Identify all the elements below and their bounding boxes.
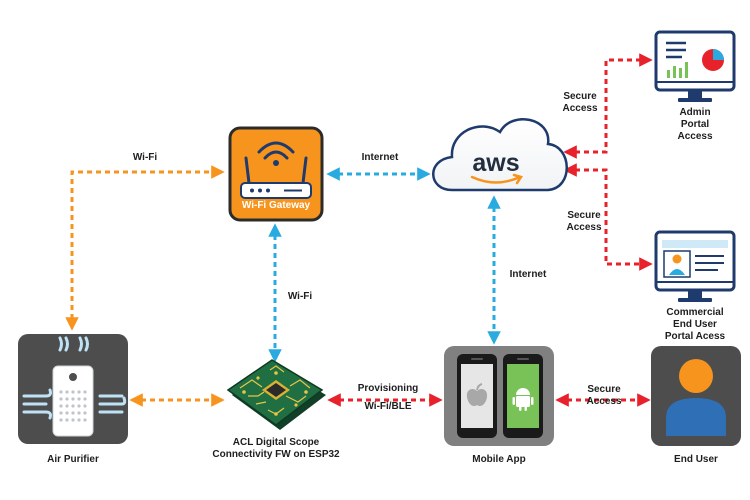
admin-portal-label-line3: Access: [677, 131, 713, 142]
mobile-app-label: Mobile App: [472, 454, 526, 465]
edge-purifier-gateway-label: Wi-Fi: [132, 152, 158, 163]
esp32-label: ACL Digital Scope Connectivity FW on ESP…: [200, 437, 352, 461]
edge-gateway-cloud-label: Internet: [361, 152, 399, 163]
apple-icon: [466, 383, 488, 407]
edge-esp32-mobile-label: Provisioning Wi-Fi/BLE: [340, 383, 436, 413]
aws-smile-arrow: [470, 173, 523, 185]
smartphones-icon: [457, 354, 543, 438]
pcb-board-icon: [226, 359, 326, 430]
admin-portal-label: Admin Portal Access: [660, 107, 730, 143]
edge-cloud-admin-label-line2: Access: [562, 103, 598, 114]
edge-cloud-admin: [563, 53, 653, 159]
user-profile-monitor-icon: [654, 230, 736, 302]
air-purifier-node: [18, 334, 128, 444]
edge-cloud-commercial-label: Secure Access: [556, 210, 612, 234]
mobile-app-node: [444, 346, 554, 446]
edge-cloud-commercial-label-line2: Access: [566, 222, 602, 233]
edge-purifier-gateway: [65, 165, 225, 331]
connectors: [65, 53, 653, 407]
analytics-monitor-icon: [654, 30, 736, 102]
android-icon: [512, 388, 534, 411]
esp32-board-node: [226, 359, 326, 430]
commercial-portal-label-line1: Commercial: [666, 307, 724, 318]
commercial-portal-label-line2: End User: [673, 319, 717, 330]
edge-cloud-mobile-label: Internet: [509, 269, 547, 280]
edge-mobile-enduser-label-line1: Secure: [587, 384, 621, 395]
wifi-router-icon: [240, 141, 312, 199]
admin-portal-label-line1: Admin: [679, 107, 711, 118]
end-user-node: [651, 346, 741, 446]
admin-portal-label-line2: Portal: [680, 119, 710, 130]
commercial-portal-node: [654, 230, 736, 302]
edge-mobile-enduser-label-line2: Access: [586, 396, 622, 407]
edge-mobile-enduser-label: Secure Access: [572, 384, 636, 408]
gateway-label: Wi-Fi Gateway: [241, 200, 311, 211]
end-user-label: End User: [674, 454, 718, 465]
edge-cloud-admin-label: Secure Access: [552, 91, 608, 115]
admin-portal-node: [654, 30, 736, 102]
user-avatar-icon: [666, 359, 726, 436]
edge-cloud-commercial: [563, 163, 653, 271]
commercial-portal-label-line3: Portal Acess: [664, 331, 726, 342]
wifi-gateway-node: [228, 126, 324, 222]
edge-gateway-esp32-label: Wi-Fi: [287, 291, 313, 302]
aws-cloud-node: aws: [432, 117, 568, 192]
edge-cloud-admin-label-line1: Secure: [563, 91, 597, 102]
edge-cloud-commercial-label-line1: Secure: [567, 210, 601, 221]
commercial-portal-label: Commercial End User Portal Acess: [650, 307, 740, 343]
edge-esp32-mobile-label-line2: Wi-Fi/BLE: [364, 401, 412, 412]
air-purifier-icon: [22, 336, 127, 437]
esp32-label-line1: ACL Digital Scope: [232, 437, 320, 448]
aws-cloud-icon: [432, 117, 568, 192]
esp32-label-line2: Connectivity FW on ESP32: [212, 449, 340, 460]
air-purifier-label: Air Purifier: [47, 454, 99, 465]
edge-esp32-mobile-label-line1: Provisioning: [357, 383, 419, 394]
aws-logo-text: aws: [472, 149, 519, 177]
